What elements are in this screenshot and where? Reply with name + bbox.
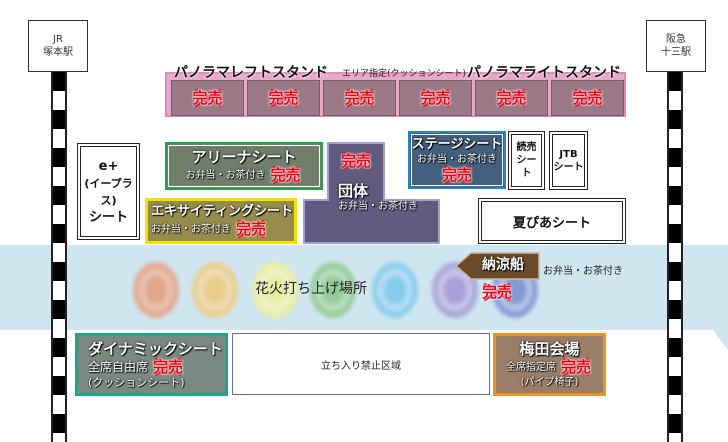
- yomiuri-seat[interactable]: 読売シート: [508, 131, 545, 190]
- cross-icon: [443, 165, 471, 184]
- seat-title: ステージシート: [411, 136, 503, 152]
- sold-out-mark: 完売: [151, 358, 185, 376]
- cross-icon: [154, 358, 182, 376]
- station-name: 十三駅: [661, 47, 691, 58]
- sold-out-label: 完売: [481, 283, 512, 301]
- eplus-seat[interactable]: e+ (イープラス) シート: [77, 143, 140, 240]
- sold-out-label: 完売: [268, 89, 299, 107]
- panorama-section[interactable]: 完売: [171, 80, 244, 116]
- hankyu-rail-pole: [667, 72, 683, 442]
- cross-icon: [483, 283, 511, 301]
- boat-subtitle: お弁当・お茶付き: [543, 266, 623, 277]
- natsupia-seat[interactable]: 夏ぴあシート: [478, 198, 626, 244]
- sold-out-mark: 完売: [495, 89, 529, 107]
- dynamic-seat[interactable]: ダイナミックシート 全席自由席完売 (クッションシート): [75, 333, 228, 396]
- cross-icon: [271, 166, 300, 184]
- arena-seat[interactable]: アリーナシート お弁当・お茶付き完売: [165, 142, 323, 190]
- seat-subtitle: 全席指定席: [506, 361, 556, 373]
- sold-out-label: 完売: [496, 89, 527, 107]
- panorama-right-title: パノラマライトスタンド: [467, 65, 621, 81]
- panorama-section[interactable]: 完売: [247, 80, 320, 116]
- cross-icon: [497, 89, 526, 107]
- seat-label: シート: [88, 209, 128, 225]
- sold-out-label: 完売: [153, 358, 184, 376]
- seat-title: 納涼船: [482, 257, 524, 273]
- firework-circle: [372, 262, 418, 318]
- seat-label: シート: [553, 161, 584, 173]
- jr-rail-pole: [51, 72, 67, 442]
- seat-subtitle: お弁当・お茶付き: [151, 223, 231, 235]
- launch-area-label: 花火打ち上げ場所: [255, 281, 367, 297]
- seat-title: アリーナシート: [191, 148, 297, 166]
- sold-out-mark: 完売: [267, 89, 301, 107]
- panorama-center-title: エリア指定(クッションシート): [342, 69, 467, 79]
- umeda-seat[interactable]: 梅田会場 全席指定席完売 (パイプ椅子): [493, 333, 606, 396]
- firework-circle: [252, 262, 298, 318]
- sold-out-label: 完売: [572, 89, 603, 107]
- sold-out-mark: 完売: [343, 89, 377, 107]
- river-bend: [600, 244, 728, 350]
- hankyu-juso-station: 阪急十三駅: [646, 20, 706, 72]
- firework-circle: [192, 262, 238, 318]
- panorama-left-title: パノラマレフトスタンド: [174, 65, 328, 81]
- cross-icon: [345, 89, 374, 107]
- sold-out-label: 完売: [344, 89, 375, 107]
- seat-label: JTB: [559, 148, 578, 160]
- sold-out-mark: 完売: [571, 89, 605, 107]
- seat-label: e+: [98, 158, 119, 174]
- sold-out-mark: 完売: [234, 220, 268, 238]
- sold-out-mark: 完売: [191, 89, 225, 107]
- sold-out-label: 完売: [560, 358, 591, 376]
- cross-icon: [421, 89, 450, 107]
- panorama-section[interactable]: 完売: [475, 80, 548, 116]
- firework-circle: [310, 262, 356, 318]
- cross-icon: [573, 89, 602, 107]
- sold-out-mark: 完売: [269, 166, 303, 184]
- seat-subtitle: 全席自由席: [88, 359, 149, 374]
- sold-out-mark: 完売: [440, 165, 474, 184]
- seat-title: ダイナミックシート: [88, 340, 223, 358]
- dantai-seat[interactable]: 完売 団体お弁当・お茶付き: [303, 142, 440, 244]
- cross-icon: [269, 89, 298, 107]
- cross-icon: [237, 220, 265, 238]
- cross-icon: [193, 89, 222, 107]
- stage-seat[interactable]: ステージシート お弁当・お茶付き 完売: [408, 131, 506, 189]
- sold-out-label: 完売: [420, 89, 451, 107]
- seat-title: エキサイティングシート: [151, 204, 293, 219]
- jr-tsukamoto-station: JR 塚本駅: [28, 20, 88, 72]
- station-line: 阪急: [666, 34, 686, 45]
- seat-subtitle: お弁当・お茶付き: [417, 153, 497, 165]
- seat-title: 団体: [337, 182, 368, 200]
- firework-circle: [133, 262, 179, 318]
- exciting-seat[interactable]: エキサイティングシート お弁当・お茶付き完売: [145, 198, 297, 244]
- sold-out-label: 完売: [192, 89, 223, 107]
- sold-out-mark: 完売: [480, 283, 514, 301]
- sold-out-label: 完売: [340, 152, 371, 170]
- sold-out-label: 完売: [235, 220, 266, 238]
- sold-out-label: 完売: [441, 165, 472, 184]
- cross-icon: [562, 358, 590, 376]
- panorama-section[interactable]: 完売: [399, 80, 472, 116]
- sold-out-mark: 完売: [559, 358, 593, 376]
- sold-out-mark: 完売: [339, 152, 373, 170]
- seat-label: シート: [516, 155, 537, 179]
- panorama-section[interactable]: 完売: [323, 80, 396, 116]
- seat-label: (イープラス): [84, 176, 133, 207]
- sold-out-mark: 完売: [419, 89, 453, 107]
- seat-title: 梅田会場: [519, 340, 580, 358]
- seat-subtitle: (パイプ椅子): [520, 377, 579, 388]
- seat-label: 読売: [516, 142, 537, 153]
- panorama-stand[interactable]: 完売 完売 完売 完売 完売 完売: [165, 72, 626, 117]
- seat-subtitle: (クッションシート): [88, 376, 185, 389]
- seat-subtitle: お弁当・お茶付き: [338, 201, 418, 212]
- boat-seat[interactable]: 納涼船: [455, 252, 540, 280]
- station-line: JR: [53, 34, 63, 45]
- sold-out-label: 完売: [270, 166, 301, 184]
- no-entry-zone: 立ち入り禁止区域: [232, 333, 490, 395]
- station-name: 塚本駅: [43, 47, 73, 58]
- seat-subtitle: お弁当・お茶付き: [185, 169, 266, 181]
- panorama-section[interactable]: 完売: [551, 80, 624, 116]
- cross-icon: [342, 152, 370, 170]
